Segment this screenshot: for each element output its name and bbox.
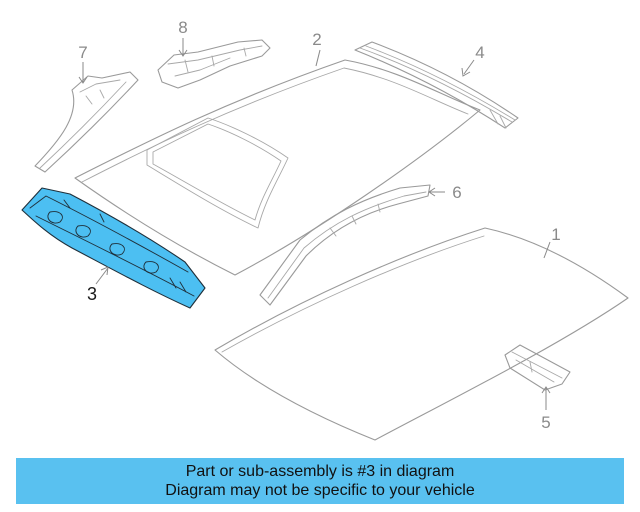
part-2-roof-panel	[74, 59, 481, 276]
callout-1: 1	[551, 225, 560, 244]
part-6-rear-rail	[259, 184, 431, 306]
arrowhead-7	[78, 76, 88, 84]
part-8-header-bracket	[157, 39, 271, 89]
callout-6: 6	[452, 183, 461, 202]
leader-lines	[78, 38, 551, 410]
info-banner: Part or sub-assembly is #3 in diagram Di…	[16, 458, 624, 504]
part-3-roof-bow	[21, 187, 206, 309]
callout-8: 8	[178, 18, 187, 37]
leader-1	[543, 241, 551, 259]
callout-7: 7	[78, 43, 87, 62]
banner-line-disclaimer: Diagram may not be specific to your vehi…	[165, 482, 475, 499]
part-5-rear-reinforcement	[504, 344, 571, 391]
callout-2: 2	[312, 30, 321, 49]
arrowhead-6	[428, 187, 436, 197]
part-7-pillar-rail	[34, 71, 139, 173]
arrowhead-3	[100, 266, 109, 276]
leader-4	[463, 59, 475, 75]
leader-3	[95, 267, 109, 285]
callout-5: 5	[541, 413, 550, 432]
part-4-roof-rail	[354, 41, 519, 129]
arrowhead-4	[461, 67, 471, 77]
arrowhead-8	[178, 49, 188, 57]
callout-3: 3	[87, 284, 97, 304]
banner-line-part: Part or sub-assembly is #3 in diagram	[185, 463, 455, 480]
part-1-roof-skin	[214, 227, 629, 441]
arrowhead-5	[541, 386, 551, 394]
roof-parts-diagram: 7 8 2 4 6 1 5 3	[21, 18, 629, 441]
leader-2	[315, 49, 321, 67]
callout-4: 4	[475, 43, 484, 62]
